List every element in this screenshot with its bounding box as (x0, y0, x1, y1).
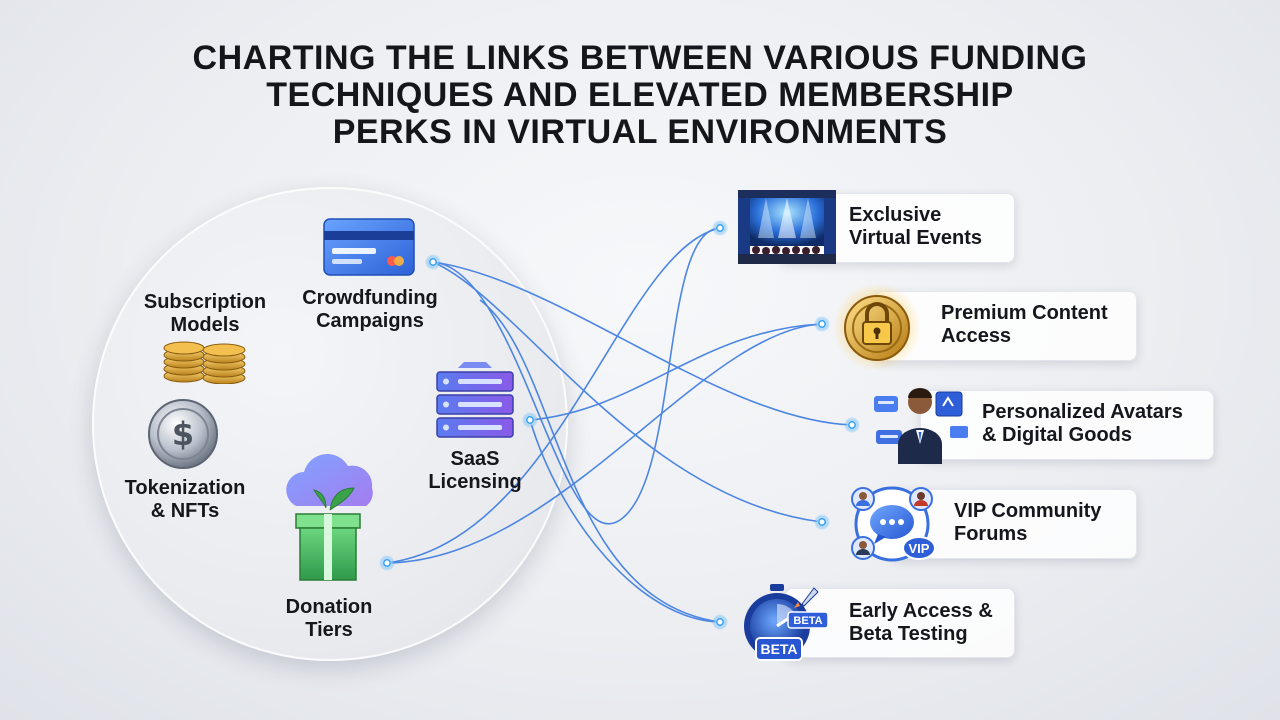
title-line-3: PERKS IN VIRTUAL ENVIRONMENTS (332, 113, 948, 151)
subscription-label: Subscription Models (130, 291, 280, 337)
node-dot-forums (814, 514, 830, 530)
perk-label-avatars: Personalized Avatars & Digital Goods (982, 401, 1183, 447)
tokenization-label: Tokenization & NFTs (110, 477, 260, 523)
padlock-vault-icon (833, 283, 921, 371)
cloud-gift-icon (286, 454, 373, 581)
perk-label-line-2: Beta Testing (849, 623, 968, 645)
saas-label-line-1: SaaS (450, 448, 500, 470)
credit-card-icon (323, 218, 415, 276)
coin-stack-icon (163, 341, 246, 384)
title-line-2: TECHNIQUES AND ELEVATED MEMBERSHIP (266, 76, 1014, 114)
saas-label-line-2: Licensing (428, 471, 522, 493)
tokenization-label-line-2: & NFTs (150, 500, 220, 522)
perk-label-line-2: Forums (954, 523, 1028, 545)
perk-label-line-1: Personalized Avatars (982, 401, 1183, 423)
perk-label-line-1: Early Access & (849, 600, 993, 622)
saas-label: SaaS Licensing (405, 448, 545, 494)
perk-label-early-access: Early Access & Beta Testing (849, 600, 993, 646)
donation-label-line-1: Donation (285, 596, 373, 618)
perk-label-line-1: Premium Content (941, 302, 1108, 324)
svg-text:$: $ (172, 415, 194, 453)
crowdfunding-label-line-1: Crowdfunding (302, 287, 438, 309)
perk-label-exclusive-events: Exclusive Virtual Events (849, 204, 982, 250)
perk-label-line-1: Exclusive (849, 204, 942, 226)
beta-badge-large: BETA (760, 641, 797, 657)
subscription-label-line-2: Models (170, 314, 240, 336)
donation-label-line-2: Tiers (305, 619, 353, 641)
page-title: CHARTING THE LINKS BETWEEN VARIOUS FUNDI… (0, 40, 1280, 151)
perk-label-line-2: Access (941, 325, 1012, 347)
perk-label-line-2: Virtual Events (849, 227, 983, 249)
node-dot-beta (712, 614, 728, 630)
dollar-coin-icon: $ (148, 399, 218, 469)
perk-label-line-1: VIP Community (954, 500, 1102, 522)
node-dot-premium (814, 316, 830, 332)
vip-chat-icon: VIP (851, 486, 936, 562)
title-line-1: CHARTING THE LINKS BETWEEN VARIOUS FUNDI… (192, 39, 1088, 77)
vip-badge: VIP (909, 541, 930, 556)
stopwatch-rocket-icon: BETA BETA (744, 584, 829, 661)
crowdfunding-label-line-2: Campaigns (316, 310, 424, 332)
beta-badge-small: BETA (793, 615, 822, 627)
node-dot-events (712, 220, 728, 236)
perk-label-line-2: & Digital Goods (982, 424, 1132, 446)
tokenization-label-line-1: Tokenization (124, 477, 246, 499)
perk-card-avatars (920, 390, 1214, 460)
link-saas-premium (529, 323, 823, 421)
stage-icon (738, 190, 836, 264)
subscription-label-line-1: Subscription (143, 291, 267, 313)
avatar-person-icon (874, 388, 968, 464)
node-dot-avatars (844, 417, 860, 433)
crowdfunding-label: Crowdfunding Campaigns (290, 287, 450, 333)
server-stack-icon (436, 362, 514, 438)
donation-label: Donation Tiers (264, 596, 394, 642)
perk-label-vip-forums: VIP Community Forums (954, 500, 1101, 546)
perk-label-premium-content: Premium Content Access (941, 302, 1108, 348)
